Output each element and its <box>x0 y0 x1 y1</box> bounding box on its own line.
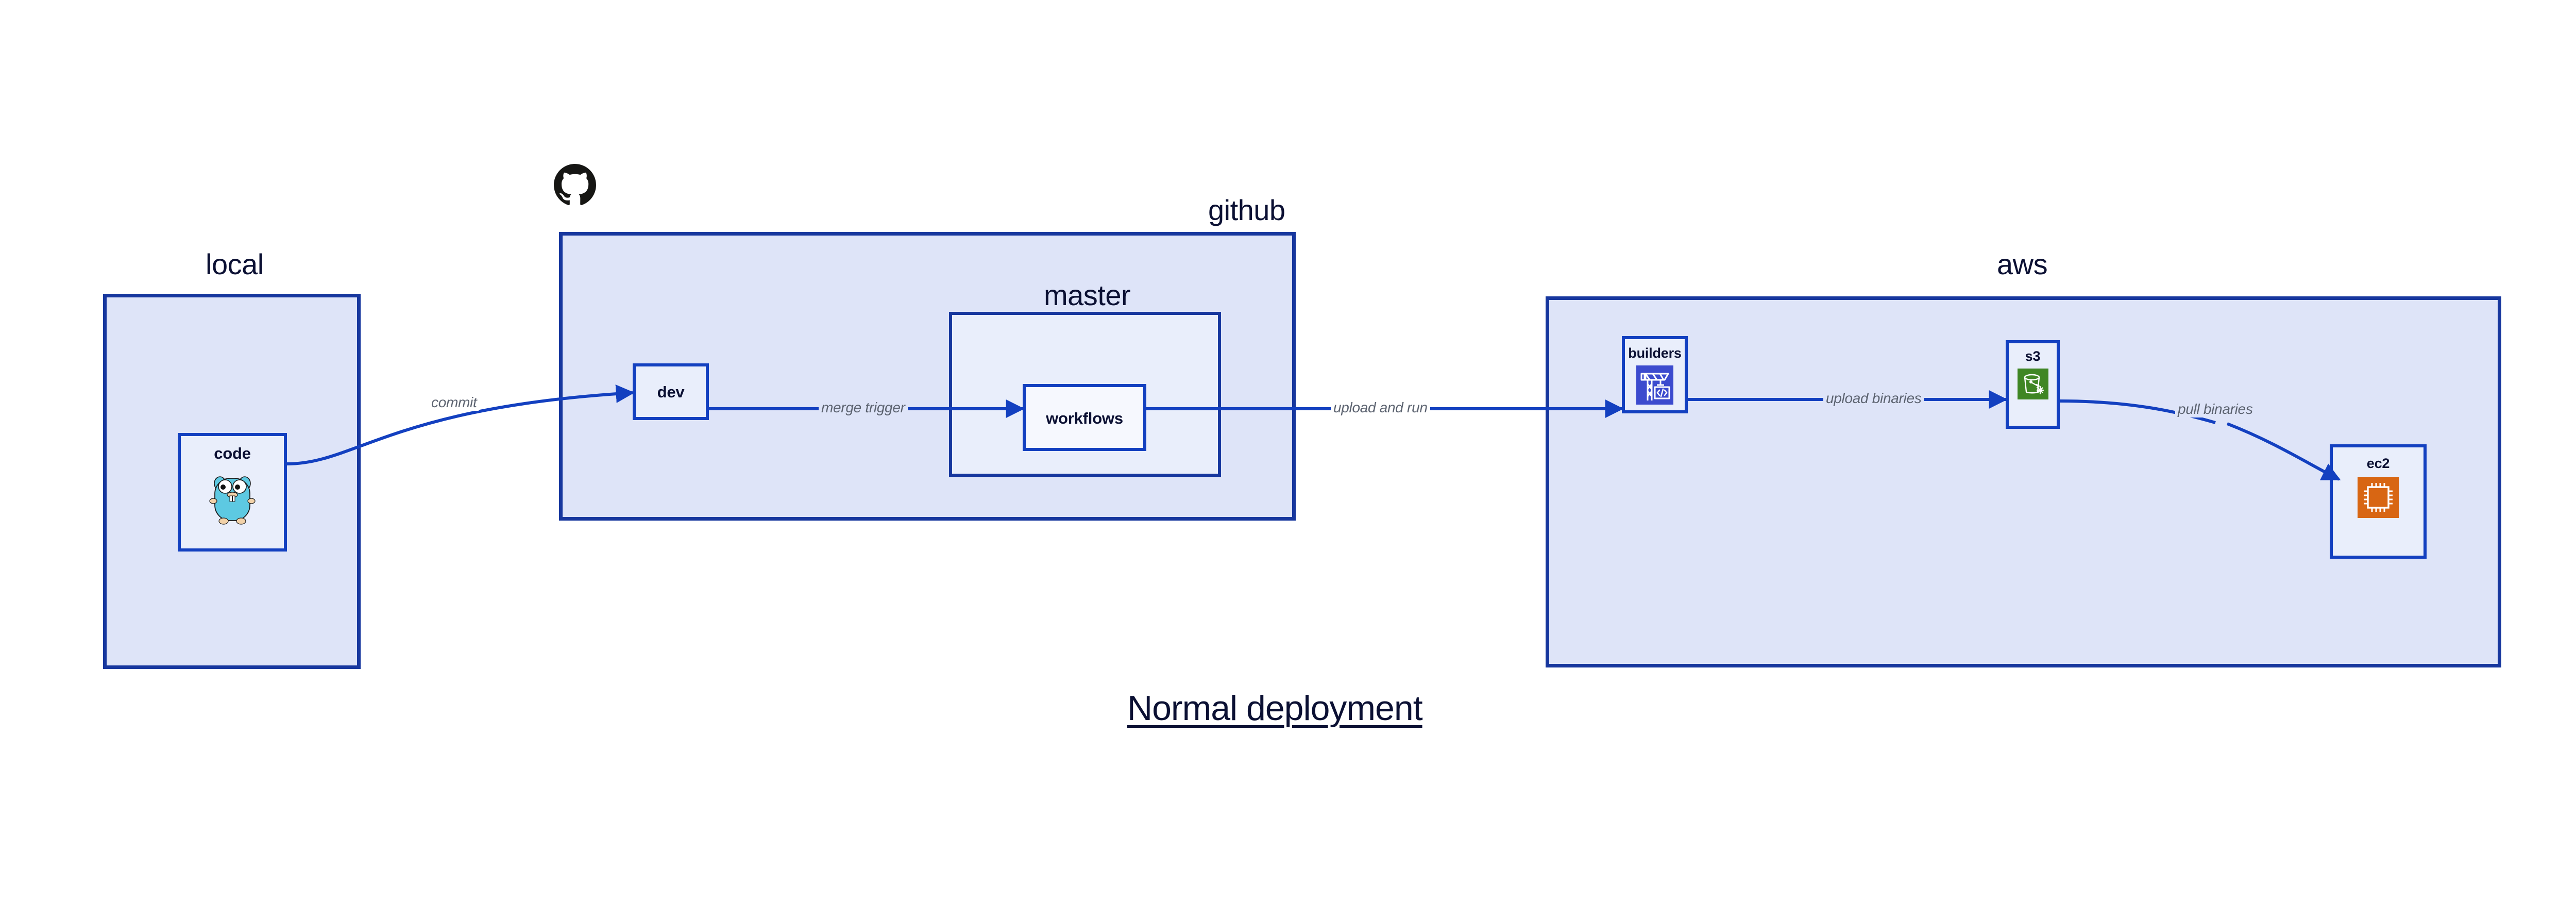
aws-codebuild-icon <box>1636 365 1673 407</box>
node-ec2[interactable]: ec2 <box>2330 444 2427 559</box>
aws-ec2-icon <box>2358 477 2399 521</box>
group-label-github: github <box>1208 194 1285 226</box>
edge-label-commit: commit <box>429 394 479 411</box>
aws-s3-icon <box>2017 369 2048 402</box>
node-builders[interactable]: builders <box>1622 336 1688 413</box>
node-label-code: code <box>214 444 251 462</box>
edge-label-upload-binaries: upload binaries <box>1823 390 1924 407</box>
edge-label-merge-trigger: merge trigger <box>819 399 908 416</box>
group-label-aws: aws <box>1997 248 2048 280</box>
edge-label-pull-binaries: pull binaries <box>2175 401 2256 417</box>
node-label-ec2: ec2 <box>2366 456 2390 471</box>
github-octocat-icon <box>554 164 596 206</box>
node-label-dev: dev <box>657 383 685 401</box>
go-gopher-icon <box>207 469 258 529</box>
node-code[interactable]: code <box>178 433 287 552</box>
node-label-s3: s3 <box>2025 348 2041 364</box>
node-s3[interactable]: s3 <box>2006 340 2060 429</box>
node-label-builders: builders <box>1628 345 1682 361</box>
edge-label-upload-and-run: upload and run <box>1331 399 1430 416</box>
node-workflows[interactable]: workflows <box>1023 384 1146 451</box>
group-label-master: master <box>1044 279 1131 311</box>
group-label-local: local <box>206 248 264 280</box>
node-label-workflows: workflows <box>1046 409 1123 427</box>
diagram-title: Normal deployment <box>1127 689 1423 728</box>
node-dev[interactable]: dev <box>633 363 709 420</box>
